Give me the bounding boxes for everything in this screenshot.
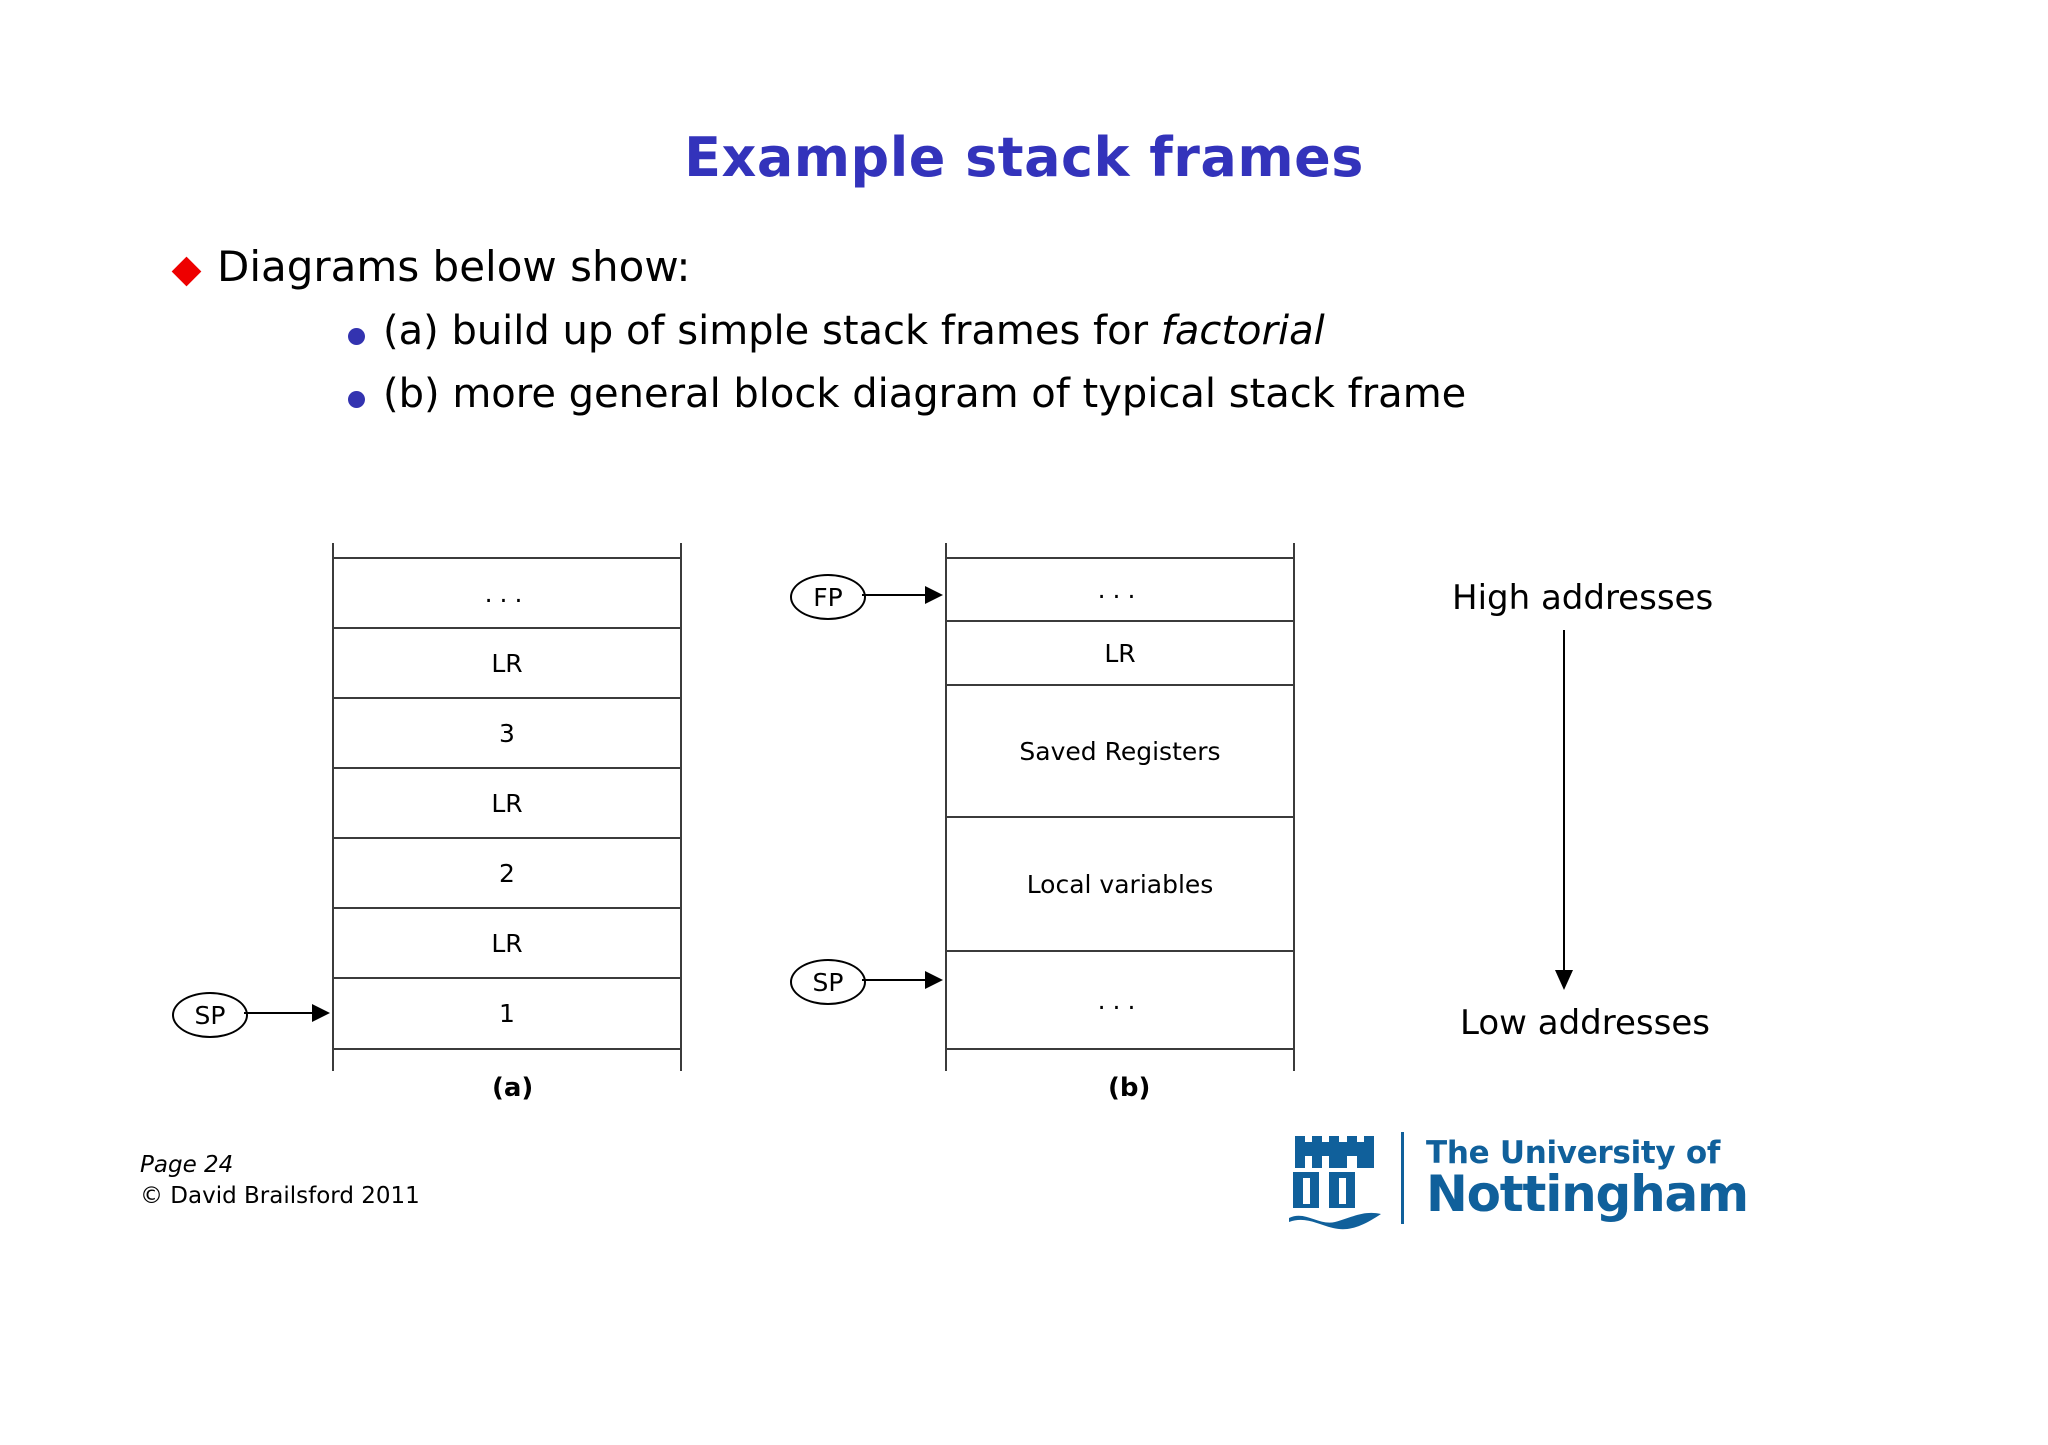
table-row: Local variables [945,816,1295,950]
pointer-arrow-line [862,594,927,596]
bullet-level1-label: Diagrams below show: [217,242,691,291]
pointer-label: FP [813,582,843,612]
row-label: 3 [499,718,515,748]
row-label: Saved Registers [1019,736,1221,766]
row-label: LR [491,928,523,958]
stack-pointer-badge-sp: SP [790,959,866,1005]
table-row: LR [945,620,1295,684]
stack-pointer-badge-sp: SP [172,992,248,1038]
table-row: ... [332,557,682,627]
table-row: ... [945,950,1295,1050]
castle-tower-icon [1285,1122,1385,1234]
table-row: LR [332,627,682,697]
bullet-level2-a-text: (a) build up of simple stack frames for [383,308,1161,354]
ellipsis-label: ... [1097,575,1143,604]
high-addresses-label: High addresses [1452,578,1714,618]
table-row: LR [332,767,682,837]
bullet-level2-a: (a) build up of simple stack frames for … [348,310,1325,352]
logo-line-the-university-of: The University of [1426,1134,1721,1171]
row-label: LR [1104,638,1136,668]
low-addresses-label: Low addresses [1460,1003,1710,1043]
pointer-arrow-head [925,586,943,604]
row-label: LR [491,648,523,678]
bullet-level2-b: (b) more general block diagram of typica… [348,373,1466,415]
logo-wordmark: The University of Nottingham [1426,1134,1749,1224]
page-title: Example stack frames [684,126,1364,189]
copyright-notice: © David Brailsford 2011 [140,1183,420,1210]
pointer-arrow-line [244,1012,314,1014]
pointer-label: SP [194,1000,226,1030]
row-label: LR [491,788,523,818]
footer: Page 24 © David Brailsford 2011 [140,1150,420,1212]
frame-pointer-badge-fp: FP [790,574,866,620]
diagram-b-right-rail [1293,543,1295,1071]
page-number: Page 24 [140,1152,234,1178]
address-axis-line [1563,630,1565,972]
ellipsis-label: ... [1097,985,1143,1015]
bullet-level2-a-label: (a) build up of simple stack frames for … [383,310,1325,352]
row-label: Local variables [1026,869,1214,899]
pointer-arrow-head [312,1004,330,1022]
table-row: 3 [332,697,682,767]
row-label: 2 [499,858,515,888]
diagram-b-left-rail [945,543,947,1071]
table-row: ... [945,557,1295,620]
pointer-label: SP [812,967,844,997]
logo-divider [1401,1132,1404,1224]
diagram-a-caption: (a) [492,1073,534,1103]
pointer-arrow-line [862,979,927,981]
round-bullet-icon [348,391,365,408]
diagram-a-right-rail [680,543,682,1071]
bullet-level2-b-text: (b) more general block diagram of typica… [383,371,1467,417]
university-logo: The University of Nottingham [1285,1122,1749,1234]
bullet-level2-a-italic: factorial [1160,308,1325,354]
diagram-b-caption: (b) [1108,1073,1151,1103]
diagram-a-left-rail [332,543,334,1071]
logo-line-nottingham: Nottingham [1426,1165,1749,1224]
address-axis-arrow-icon [1555,970,1573,990]
pointer-arrow-head [925,971,943,989]
ellipsis-label: ... [484,578,530,608]
table-row: 2 [332,837,682,907]
table-row: LR [332,907,682,977]
bullet-level1: Diagrams below show: [171,242,691,291]
row-label: 1 [499,999,515,1028]
table-row: Saved Registers [945,684,1295,816]
table-row: 1 [332,977,682,1050]
round-bullet-icon [348,328,365,345]
bullet-level2-b-label: (b) more general block diagram of typica… [383,373,1466,415]
